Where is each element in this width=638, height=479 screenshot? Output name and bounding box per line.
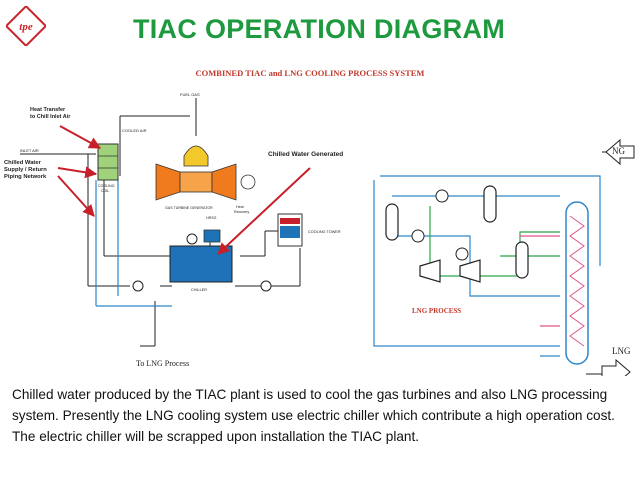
label-chilled-water-generated: Chilled Water Generated bbox=[268, 151, 343, 158]
lng-piping bbox=[373, 151, 632, 375]
label-to-lng-process: To LNG Process bbox=[136, 359, 189, 368]
logo-text: tpe bbox=[19, 21, 33, 33]
ng-inlet-arrow bbox=[605, 138, 635, 166]
label-cooled-air: COOLED AIR bbox=[122, 128, 147, 133]
cooling-tower bbox=[277, 213, 303, 247]
lng-vessels bbox=[385, 185, 529, 279]
label-gas-turbine-generator: GAS TURBINE GENERATOR bbox=[165, 206, 213, 210]
label-fuel-gas: FUEL GAS bbox=[180, 92, 200, 97]
gas-turbine-generator bbox=[155, 145, 256, 201]
hrsg-unit bbox=[203, 229, 221, 243]
tpe-logo: tpe bbox=[6, 6, 46, 46]
label-chilled-water-supply-2: Supply / Return bbox=[4, 167, 47, 173]
tiac-piping bbox=[20, 98, 301, 347]
label-heat-recovery-1: Heat bbox=[236, 205, 244, 209]
lng-exchangers bbox=[411, 189, 469, 261]
label-chilled-water-supply-1: Chilled Water bbox=[4, 160, 42, 166]
label-ng: NG bbox=[612, 146, 625, 156]
pump-icons bbox=[132, 233, 272, 292]
label-cooling-coil-2: COIL bbox=[101, 189, 109, 193]
label-hrsg: HRSG bbox=[206, 216, 217, 220]
label-heat-transfer-2: to Chill Inlet Air bbox=[30, 114, 71, 120]
annotation-arrows bbox=[57, 125, 311, 255]
label-heat-recovery-2: Recovery bbox=[234, 210, 249, 214]
label-chilled-water-supply-3: Piping Network bbox=[4, 174, 47, 180]
label-inlet-air: INLET AIR bbox=[20, 148, 39, 153]
main-cryogenic-heat-exchanger bbox=[565, 201, 589, 365]
chiller-unit bbox=[169, 245, 233, 283]
label-cooling-coil-1: COOLING bbox=[98, 184, 115, 188]
chilled-water-lines bbox=[95, 180, 172, 307]
label-chiller: CHILLER bbox=[191, 288, 207, 292]
diagram-heading: COMBINED TIAC and LNG COOLING PROCESS SY… bbox=[196, 68, 425, 78]
caption-text: Chilled water produced by the TIAC plant… bbox=[12, 387, 615, 444]
label-lng: LNG bbox=[612, 346, 631, 356]
lng-outlet-arrow bbox=[601, 358, 631, 376]
lng-compressors bbox=[419, 259, 481, 283]
page-title: TIAC OPERATION DIAGRAM bbox=[132, 14, 506, 44]
label-cooling-tower: COOLING TOWER bbox=[308, 230, 341, 234]
cooling-coil bbox=[97, 143, 119, 181]
combined-process-diagram: COMBINED TIAC and LNG COOLING PROCESS SY… bbox=[4, 68, 635, 376]
label-lng-process: LNG PROCESS bbox=[412, 307, 461, 315]
label-heat-transfer-1: Heat Transfer bbox=[30, 107, 66, 113]
